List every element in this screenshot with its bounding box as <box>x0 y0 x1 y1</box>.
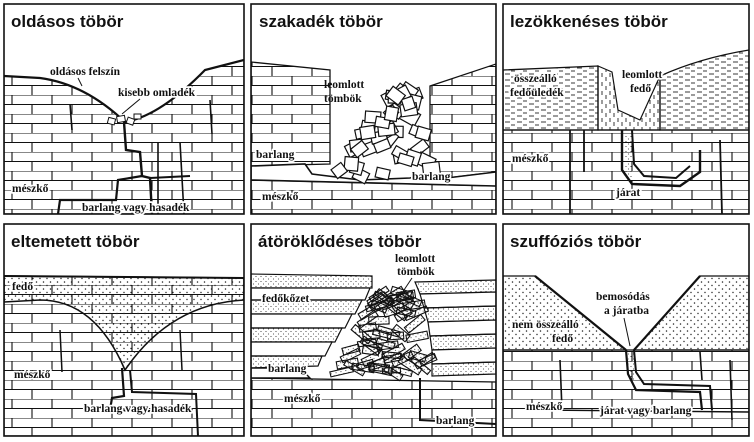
inherited-doline-drawing <box>251 273 496 436</box>
panel-subsidence-doline: lezökkenéses töbör összeálló fedőüledék … <box>502 3 750 215</box>
rock-block <box>386 331 405 341</box>
rock-block <box>339 347 362 364</box>
label-fallen-blocks: leomlott tömbök <box>395 253 438 278</box>
suffosion-doline-drawing <box>503 275 749 436</box>
rock-block <box>383 105 400 123</box>
label-non-cohesive-cover: nem összeálló fedő <box>512 319 582 345</box>
rock-block <box>381 366 402 374</box>
label-line: leomlott <box>622 69 662 81</box>
label-small-debris: kisebb omladék <box>118 87 196 99</box>
rock-block <box>396 152 415 168</box>
label-line: fedő <box>552 333 573 345</box>
label-limestone: mészkő <box>14 369 51 381</box>
label-line: nem összeálló <box>512 319 579 331</box>
label-solution-surface: oldásos felszín <box>50 66 121 78</box>
panel-suffosion-doline: szuffóziós töbör bemosódás a járatba nem… <box>502 223 750 437</box>
rock-block <box>395 306 417 318</box>
label-fallen-cover: leomlott fedő <box>622 69 665 95</box>
label-line: tömbök <box>324 93 362 105</box>
panel-solution-doline: oldásos töbör oldásos felszín kisebb oml… <box>3 3 245 216</box>
label-line: tömbök <box>397 266 435 278</box>
rock-block <box>359 124 377 141</box>
rock-block <box>361 344 380 357</box>
panel-title: szuffóziós töbör <box>510 232 642 251</box>
label-cover-rock: fedőkőzet <box>262 293 309 305</box>
label-cave-left: barlang <box>268 363 307 375</box>
panel-title: lezökkenéses töbör <box>510 12 668 31</box>
label-passage: járat <box>615 187 640 199</box>
label-line: összeálló <box>514 73 557 85</box>
rock-block <box>372 137 392 154</box>
panel-title: szakadék töbör <box>259 12 383 31</box>
label-limestone: mészkő <box>526 401 563 413</box>
rock-block <box>349 139 370 159</box>
label-limestone: mészkő <box>284 393 321 405</box>
label-cave-left: barlang <box>256 149 295 161</box>
label-limestone: mészkő <box>512 153 549 165</box>
rock-block <box>371 290 396 307</box>
panel-collapse-doline: szakadék töbör leomlott tömbök barlang b… <box>250 3 497 215</box>
label-cohesive-cover: összeálló fedőüledék <box>510 73 564 99</box>
panel-title: oldásos töbör <box>11 12 124 31</box>
label-cover: fedő <box>12 281 33 293</box>
rock-block <box>381 302 407 318</box>
label-cave-or-fissure: barlang vagy hasadék <box>84 403 192 415</box>
rock-block <box>400 95 417 112</box>
label-line: leomlott <box>395 253 435 265</box>
rock-block <box>374 166 391 181</box>
rock-block <box>385 85 407 106</box>
label-cave-right: barlang <box>436 415 475 427</box>
rock-block <box>414 125 433 142</box>
label-line: fedőüledék <box>510 87 564 99</box>
subsidence-doline-drawing <box>503 49 749 214</box>
rock-block <box>330 161 349 180</box>
rock-block <box>356 309 379 329</box>
label-limestone: mészkő <box>262 191 299 203</box>
panel-title: átöröklődéses töbör <box>258 232 422 251</box>
panel-buried-doline: eltemetett töbör fedő mészkő barlang vag… <box>3 223 245 437</box>
rock-block <box>343 155 360 172</box>
label-cave-right: barlang <box>412 171 451 183</box>
rock-block <box>351 362 376 374</box>
buried-doline-drawing <box>4 275 244 436</box>
label-line: a járatba <box>604 305 649 317</box>
panel-inherited-doline: átöröklődéses töbör leomlott tömbök fedő… <box>250 223 497 437</box>
solution-doline-drawing <box>4 58 244 214</box>
label-line: leomlott <box>324 79 364 91</box>
rock-block <box>403 313 426 334</box>
rock-block <box>397 355 423 376</box>
label-inwash: bemosódás a járatba <box>596 291 653 317</box>
label-line: bemosódás <box>596 291 650 303</box>
label-limestone: mészkő <box>12 183 49 195</box>
label-fallen-blocks: leomlott tömbök <box>324 79 367 105</box>
label-cave-or-fissure: barlang vagy hasadék <box>82 202 190 214</box>
rock-block <box>421 160 442 178</box>
panel-title: eltemetett töbör <box>11 232 140 251</box>
label-passage-or-cave: járat vagy barlang <box>599 405 692 417</box>
label-line: fedő <box>630 83 651 95</box>
collapse-doline-drawing <box>251 61 496 214</box>
